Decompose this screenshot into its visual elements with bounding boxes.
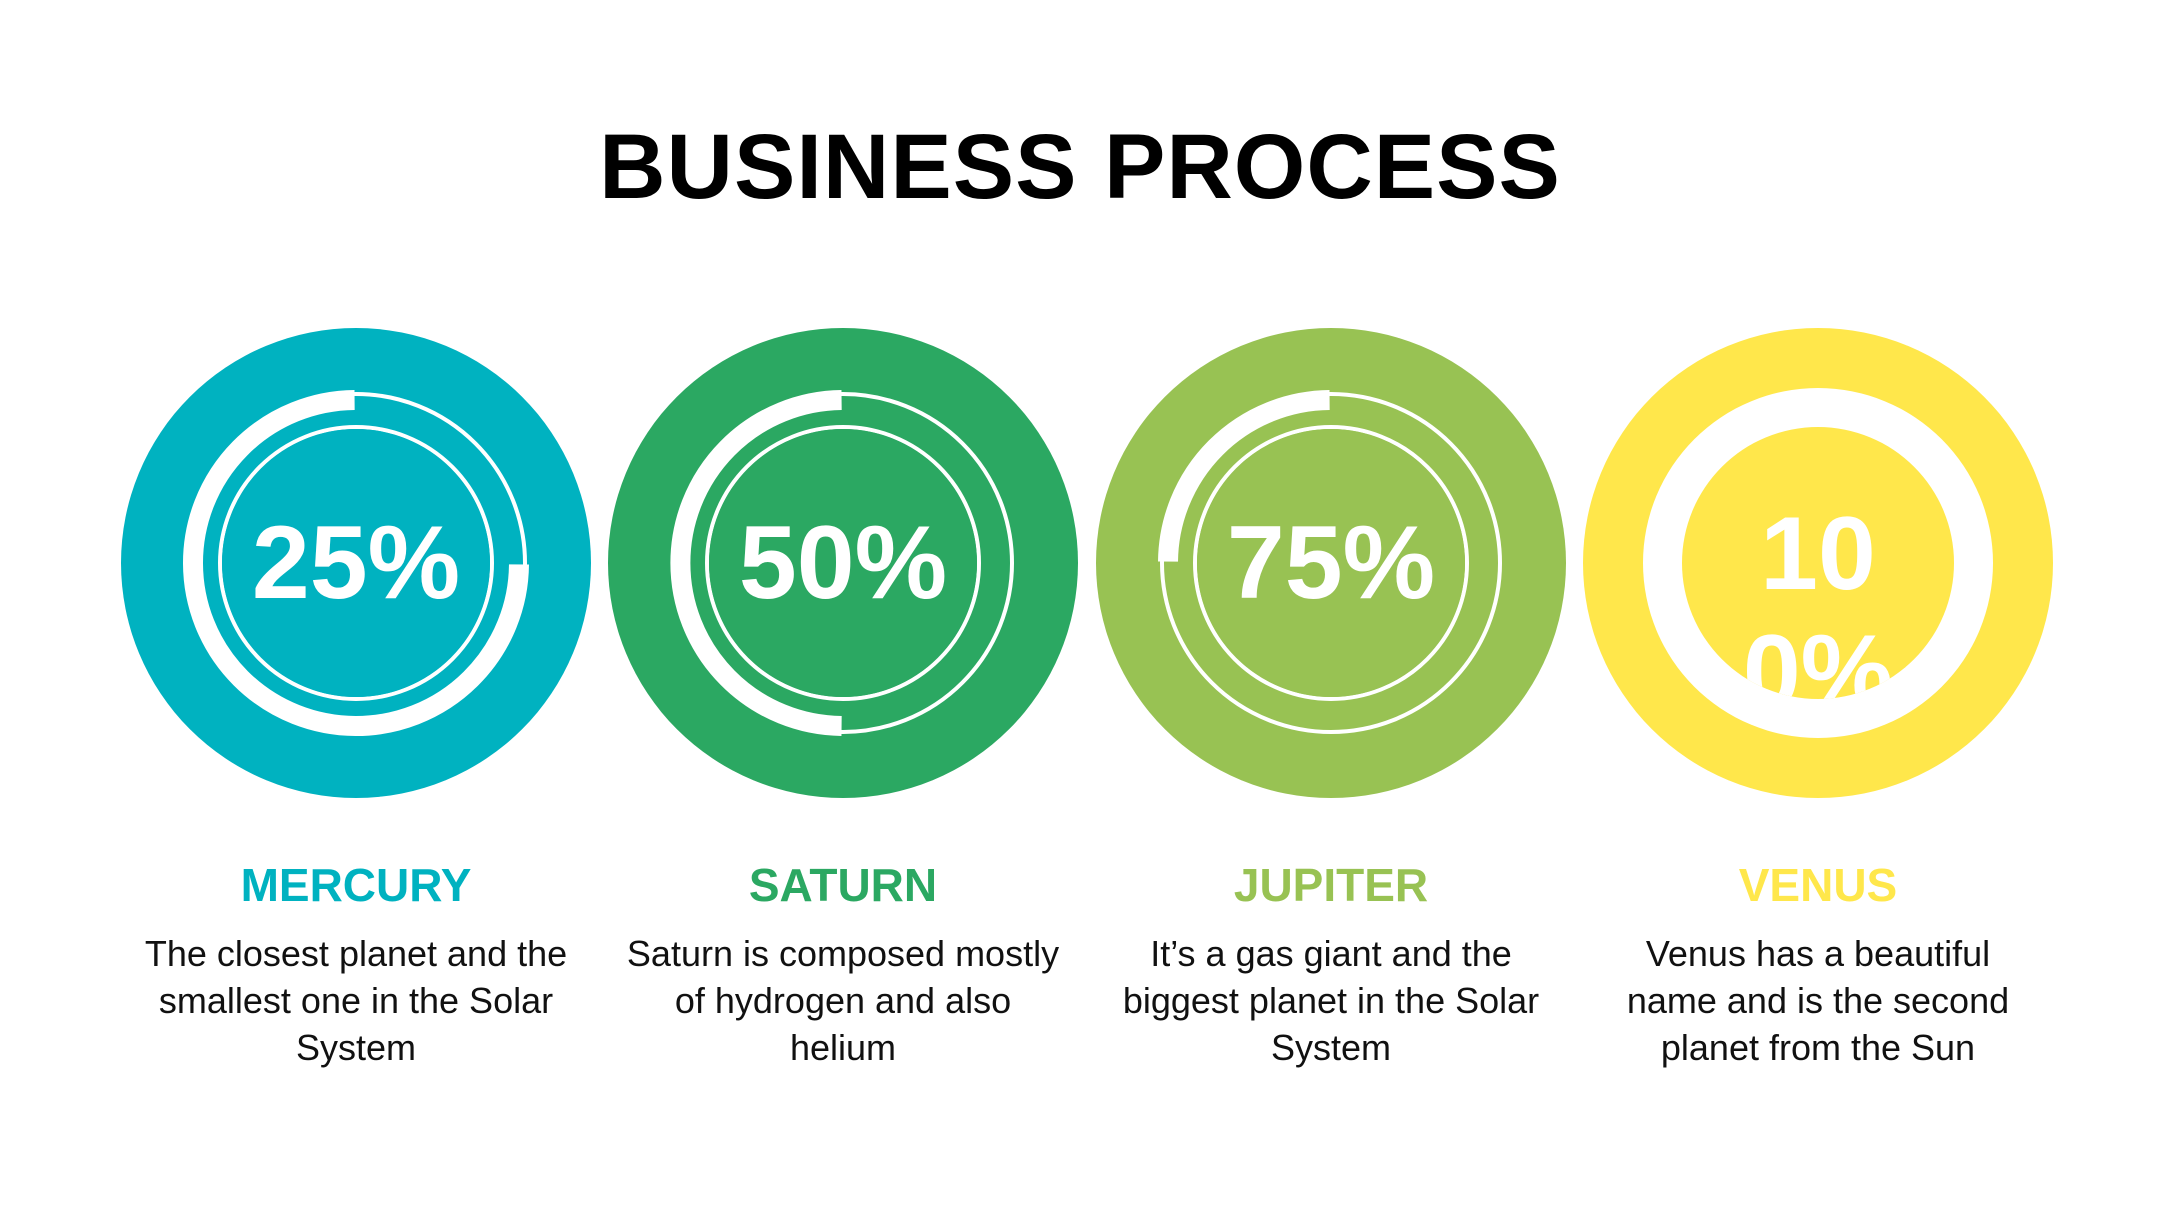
page-title: BUSINESS PROCESS	[599, 116, 1561, 218]
step-3-inner-disc	[1197, 429, 1465, 697]
step-3-percent: 75%	[1226, 505, 1436, 621]
step-4-percent: 100%	[1742, 496, 1894, 730]
step-4-name: VENUS	[1738, 859, 1898, 911]
step-4-description: Venus has a beautiful name and is the se…	[1626, 933, 2010, 1068]
step-3-description: It’s a gas giant and the biggest planet …	[1122, 933, 1540, 1068]
step-1-inner-outline	[218, 425, 494, 701]
step-2-percent: 50%	[738, 505, 948, 621]
step-2-name: SATURN	[748, 859, 938, 911]
step-3-inner-outline	[1193, 425, 1469, 701]
step-2-description: Saturn is composed mostly of hydrogen an…	[626, 933, 1060, 1068]
step-4-inner-disc	[1682, 427, 1954, 699]
step-2-inner-disc	[709, 429, 977, 697]
step-3-progress-arc	[1158, 390, 1330, 562]
step-1-percent: 25%	[251, 505, 461, 621]
step-1-progress-arc	[183, 390, 529, 736]
step-3-outline-ring	[1160, 392, 1502, 734]
step-2-progress-arc	[670, 390, 842, 736]
step-2-inner-outline	[705, 425, 981, 701]
step-3-name: JUPITER	[1233, 859, 1429, 911]
step-1-description: The closest planet and the smallest one …	[144, 933, 568, 1068]
step-1-name: MERCURY	[240, 859, 472, 911]
step-1-inner-disc	[222, 429, 490, 697]
